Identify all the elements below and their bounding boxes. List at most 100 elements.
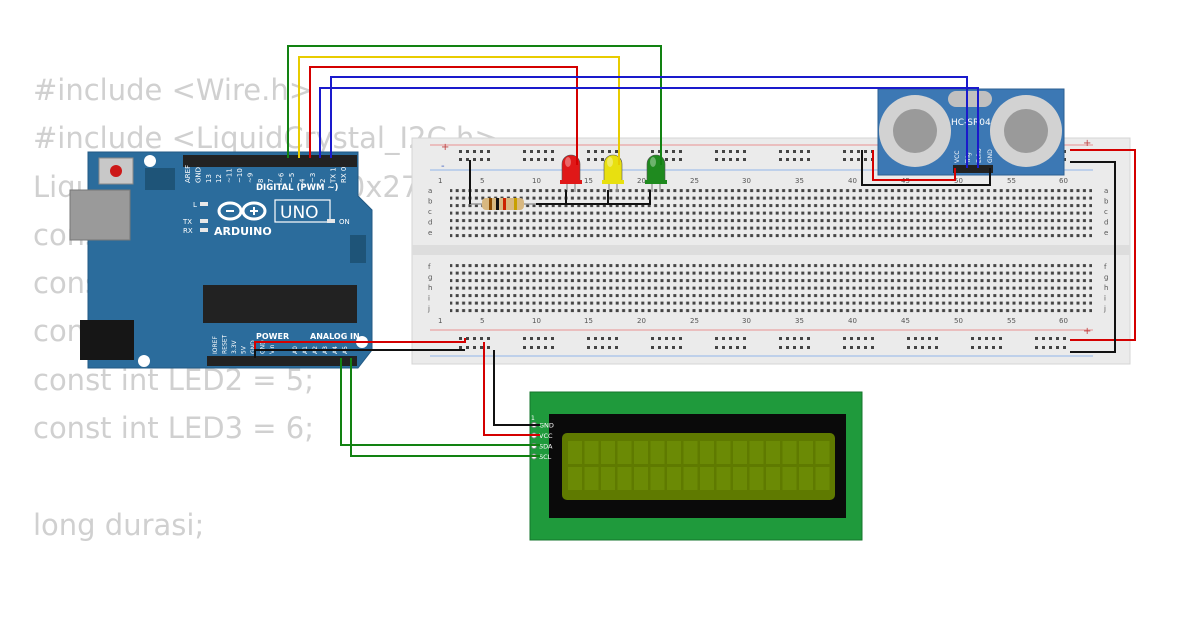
brand-label: ARDUINO — [214, 225, 272, 238]
analog-header-label: ANALOG IN — [310, 332, 360, 341]
wire-black-gnd — [254, 349, 465, 358]
column-number-top: 55 — [1007, 177, 1016, 185]
code-line: const int LED3 = 6; — [33, 411, 315, 446]
wire-green-scl — [350, 358, 540, 457]
power-header-label: POWER — [256, 332, 289, 341]
digital-pin-label: 4 — [298, 178, 306, 183]
wire-black-led-cathodes — [536, 190, 651, 205]
lcd-pin-label: GND — [539, 422, 554, 430]
row-letter: i — [428, 295, 430, 303]
rx-label: RX — [183, 227, 193, 235]
l-led-label: L — [193, 201, 197, 209]
digital-pin-label: GND — [194, 167, 202, 183]
row-letter: h — [428, 284, 432, 292]
sensor-pin-label: Trig — [965, 152, 972, 164]
row-letter: a — [428, 187, 432, 195]
column-number-bottom: 50 — [954, 317, 963, 325]
column-number-bottom: 35 — [795, 317, 804, 325]
row-letter: i — [1104, 295, 1106, 303]
row-letter: g — [1104, 274, 1108, 282]
sensor-pin-label: VCC — [954, 151, 961, 163]
digital-pin-label: RX 0 — [340, 167, 348, 183]
digital-pin-label: ~5 — [288, 173, 296, 183]
wire-blue-echo — [330, 76, 968, 168]
lcd-pin-label: VCC — [539, 432, 553, 440]
rail-plus-label-right: + — [1083, 138, 1091, 149]
digital-pin-label: TX 1 — [330, 167, 338, 184]
wire-blue-trig — [319, 87, 979, 168]
column-number-top: 35 — [795, 177, 804, 185]
column-number-top: 15 — [584, 177, 593, 185]
wire-red-lcd-vcc — [483, 342, 540, 436]
column-number-bottom: 30 — [742, 317, 751, 325]
breadboard-holes-bottom — [450, 262, 1092, 314]
digital-pin-label: 2 — [319, 179, 327, 183]
model-label: UNO — [280, 203, 319, 223]
atmega-chip — [203, 285, 357, 323]
row-letter: j — [1103, 305, 1106, 313]
wire-red-rail — [1070, 149, 1136, 341]
code-line: long durasi; — [33, 507, 205, 542]
row-letter: a — [1104, 187, 1108, 195]
power-pin-label: 5V — [241, 345, 248, 354]
column-number-top: 10 — [532, 177, 541, 185]
power-pin-label: RESET — [222, 334, 229, 354]
column-number-top: 40 — [848, 177, 857, 185]
resistor — [470, 198, 536, 210]
digital-pin-label: ~6 — [278, 172, 286, 183]
wire-yellow-led — [298, 56, 620, 165]
digital-pin-label: 12 — [215, 174, 223, 183]
column-number-bottom: 45 — [901, 317, 910, 325]
column-number-bottom: 1 — [438, 317, 442, 325]
power-pin-label: GND — [250, 340, 257, 354]
wire-red-led — [309, 66, 578, 165]
column-number-bottom: 25 — [690, 317, 699, 325]
rail-plus-label-bottom-right: + — [1083, 326, 1091, 337]
column-number-top: 20 — [637, 177, 646, 185]
lcd-pin-1: 1 — [531, 415, 535, 422]
wire-green-led — [287, 45, 662, 165]
digital-pin-label: ~11 — [226, 168, 234, 183]
led-red — [560, 154, 582, 192]
breadboard-holes-top — [450, 186, 1092, 238]
row-letter: d — [428, 219, 432, 227]
row-letter: e — [428, 229, 432, 237]
rail-plus-label: + — [441, 142, 449, 153]
wire-black-sensor-gnd — [861, 150, 991, 186]
power-pin-label: IOREF — [212, 336, 219, 354]
row-letter: j — [427, 305, 430, 313]
column-number-top: 25 — [690, 177, 699, 185]
column-number-top: 60 — [1059, 177, 1068, 185]
column-number-bottom: 60 — [1059, 317, 1068, 325]
rail-minus-label: - — [441, 161, 445, 172]
wires — [254, 45, 1136, 457]
row-letter: b — [428, 198, 433, 206]
digital-pin-label: ~9 — [246, 173, 254, 183]
wire-black-lcd-gnd — [493, 350, 540, 426]
column-number-top: 30 — [742, 177, 751, 185]
wire-green-sda — [340, 358, 540, 446]
sensor-pin-label: GND — [987, 149, 994, 163]
row-letter: f — [428, 263, 431, 271]
column-number-bottom: 5 — [480, 317, 484, 325]
digital-pin-label: ~3 — [309, 173, 317, 183]
lcd-pin-label: SDA — [539, 443, 553, 451]
power-pin-label: GND — [260, 340, 267, 354]
column-number-bottom: 40 — [848, 317, 857, 325]
column-number-bottom: 20 — [637, 317, 646, 325]
code-line: #include <Wire.h> — [33, 73, 314, 107]
reset-button-cap — [110, 165, 122, 177]
usb-port — [69, 189, 131, 241]
row-letter: f — [1104, 263, 1107, 271]
row-letter: c — [428, 208, 432, 216]
column-number-top: 5 — [480, 177, 484, 185]
arduino-logo-icon — [217, 201, 267, 221]
led-yellow — [602, 154, 624, 192]
sensor-label: HC-SR04 — [951, 118, 991, 128]
power-pin-label: 3.3V — [231, 339, 238, 354]
on-led-label: ON — [339, 218, 350, 226]
